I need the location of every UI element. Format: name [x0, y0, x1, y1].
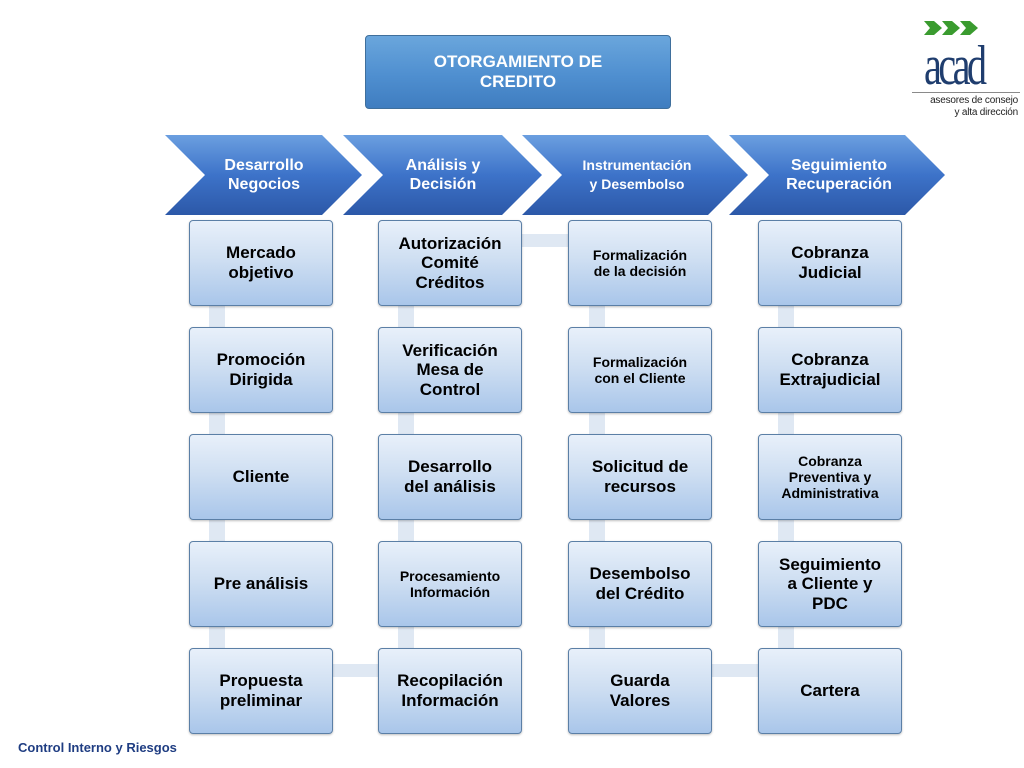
node-procesamiento-informacion: Procesamiento Información — [378, 541, 522, 627]
chevron-desarrollo-negocios — [165, 135, 362, 215]
phase-label-3: Instrumentación y Desembolso — [582, 157, 692, 192]
node-cliente: Cliente — [189, 434, 333, 520]
node-autorizacion-comite: Autorización Comité Créditos — [378, 220, 522, 306]
node-seguimiento-cliente: Seguimiento a Cliente y PDC — [758, 541, 902, 627]
node-pre-analisis: Pre análisis — [189, 541, 333, 627]
diagram-title: OTORGAMIENTO DE CREDITO — [365, 35, 671, 109]
connector-bridge-1-2 — [325, 664, 385, 677]
diagram-title-text: OTORGAMIENTO DE CREDITO — [433, 52, 603, 91]
node-guarda-valores: Guarda Valores — [568, 648, 712, 734]
node-formalizacion-decision: Formalización de la decisión — [568, 220, 712, 306]
node-cobranza-extrajudicial: Cobranza Extrajudicial — [758, 327, 902, 413]
node-verificacion-mesa: Verificación Mesa de Control — [378, 327, 522, 413]
node-solicitud-recursos: Solicitud de recursos — [568, 434, 712, 520]
node-formalizacion-cliente: Formalización con el Cliente — [568, 327, 712, 413]
node-propuesta-preliminar: Propuesta preliminar — [189, 648, 333, 734]
phase-label-1: Desarrollo Negocios — [224, 157, 304, 193]
phase-chevrons — [165, 135, 945, 215]
chevron-analisis-decision — [343, 135, 542, 215]
logo-divider — [912, 92, 1020, 93]
connector-bridge-3-4 — [705, 664, 765, 677]
logo-tagline: asesores de consejo y alta dirección — [930, 95, 1018, 118]
logo-arrows-icon — [924, 21, 978, 35]
node-mercado-objetivo: Mercado objetivo — [189, 220, 333, 306]
logo-wordmark: acad — [924, 35, 987, 97]
node-promocion-dirigida: Promoción Dirigida — [189, 327, 333, 413]
connector-bridge-2-3 — [515, 234, 575, 247]
node-desembolso-credito: Desembolso del Crédito — [568, 541, 712, 627]
node-cobranza-preventiva: Cobranza Preventiva y Administrativa — [758, 434, 902, 520]
acad-logo: acad asesores de consejo y alta direcció… — [912, 18, 1020, 122]
node-recopilacion-informacion: Recopilación Información — [378, 648, 522, 734]
footer-text: Control Interno y Riesgos — [18, 740, 177, 755]
node-cobranza-judicial: Cobranza Judicial — [758, 220, 902, 306]
chevron-instrumentacion-desembolso — [522, 135, 748, 215]
phase-label-2: Análisis y Decisión — [405, 157, 481, 193]
chevron-seguimiento-recuperacion — [729, 135, 945, 215]
node-desarrollo-analisis: Desarrollo del análisis — [378, 434, 522, 520]
node-cartera: Cartera — [758, 648, 902, 734]
phase-label-4: Seguimiento Recuperación — [786, 157, 892, 193]
